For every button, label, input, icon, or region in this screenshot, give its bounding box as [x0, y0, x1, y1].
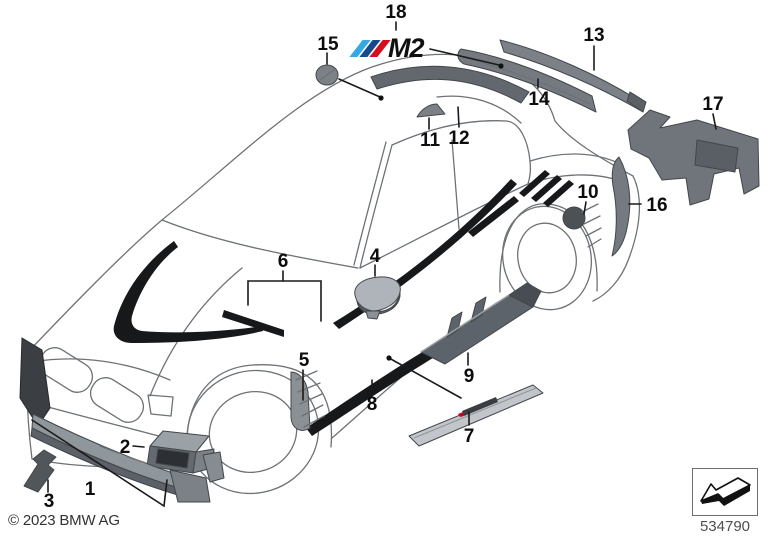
callout-9[interactable]: 9	[464, 366, 475, 387]
callout-7[interactable]: 7	[464, 426, 475, 447]
rear-spoiler	[457, 48, 597, 113]
brake-air-duct	[146, 430, 215, 474]
callout-14[interactable]: 14	[528, 89, 550, 110]
fender-stripe-decal	[222, 310, 284, 337]
callout-12[interactable]: 12	[448, 128, 469, 149]
callout-18[interactable]: 18	[385, 2, 406, 23]
diagram-reference-number: 534790	[699, 518, 751, 535]
callout-10[interactable]: 10	[577, 182, 598, 203]
roof-edge-strip	[370, 65, 530, 104]
rear-diffuser	[627, 109, 760, 206]
callout-6[interactable]: 6	[278, 251, 289, 272]
callout-15[interactable]: 15	[317, 34, 339, 55]
hood-stripe-decal	[113, 241, 263, 343]
side-stripe-decal	[333, 179, 517, 329]
rear-wing	[499, 39, 647, 113]
callout-1[interactable]: 1	[85, 479, 96, 500]
decal-stripes	[113, 170, 574, 436]
callout-13[interactable]: 13	[583, 25, 604, 46]
callout-3[interactable]: 3	[44, 491, 55, 512]
leader-lines	[31, 21, 717, 508]
callout-4[interactable]: 4	[370, 246, 381, 267]
rear-wheel	[501, 205, 593, 311]
side-skirt-attachment	[420, 282, 542, 365]
mirror-cap	[354, 276, 401, 320]
callout-5[interactable]: 5	[299, 350, 310, 371]
front-corner-canard	[19, 337, 51, 427]
antenna-cover	[315, 64, 339, 86]
copyright-text: © 2023 BMW AG	[8, 512, 120, 529]
car-outline	[19, 53, 641, 495]
roof-fin	[416, 103, 446, 118]
callout-16[interactable]: 16	[646, 195, 667, 216]
part-shapes	[23, 39, 760, 503]
callout-8[interactable]: 8	[367, 394, 378, 415]
front-splitter	[30, 413, 225, 503]
front-fender-vent	[290, 370, 325, 431]
reference-box	[692, 468, 758, 516]
rear-fender-vent	[562, 203, 602, 248]
door-sill-strip	[408, 384, 544, 447]
mounting-clip	[23, 449, 57, 493]
m-stripes-icon	[349, 40, 391, 57]
headlight	[147, 394, 174, 417]
kidney-grille-right	[89, 377, 145, 423]
m2-emblem-text: M2	[388, 33, 425, 63]
m2-emblem: M2	[349, 29, 432, 63]
callout-17[interactable]: 17	[702, 94, 723, 115]
callout-11[interactable]: 11	[420, 130, 441, 151]
rear-side-blade	[611, 156, 631, 257]
direction-arrow-icon	[700, 477, 751, 506]
callout-2[interactable]: 2	[120, 437, 131, 458]
